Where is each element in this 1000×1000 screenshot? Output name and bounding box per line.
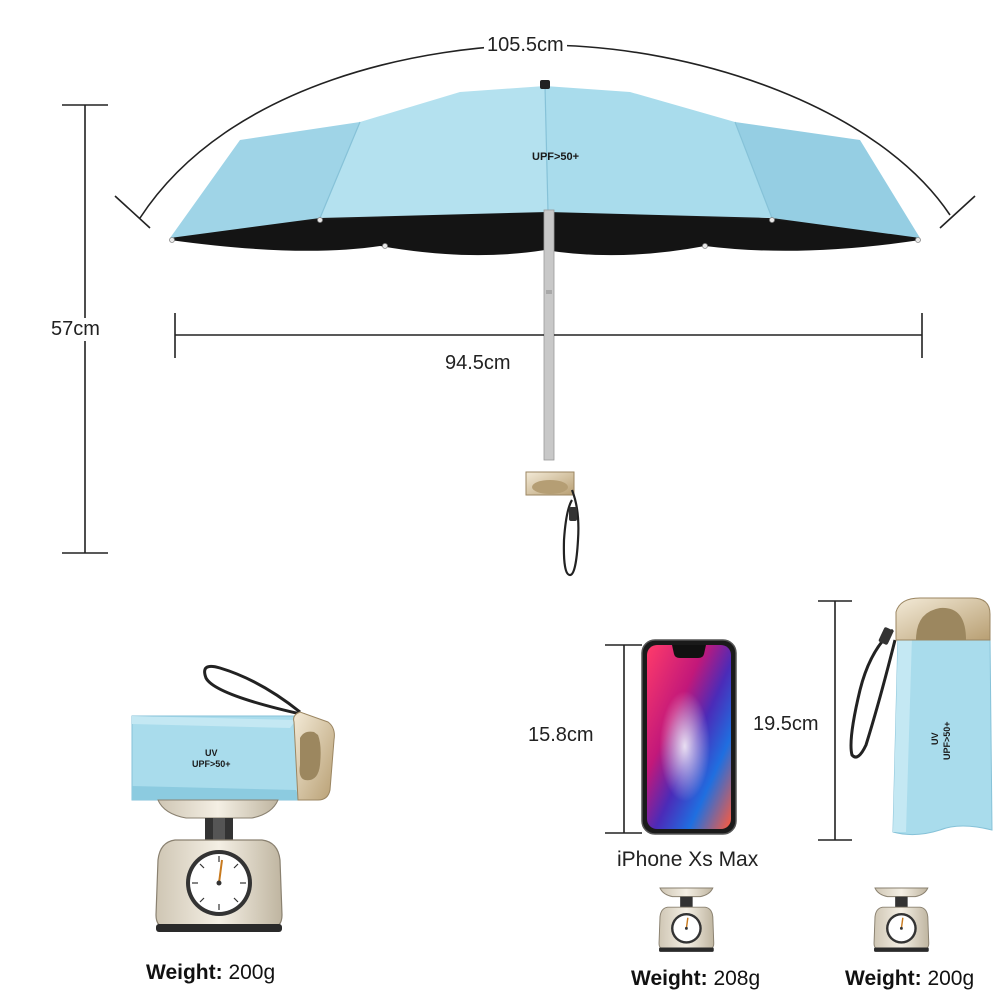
span-dimension-line	[174, 313, 923, 358]
umbrella-open-icon: UPF>50+	[169, 80, 921, 577]
upright-sleeve-line1: UV	[930, 732, 940, 745]
kitchen-scale-icon-3	[873, 887, 930, 952]
weight-label-folded: Weight: 200g	[146, 961, 275, 985]
folded-sleeve-line2: UPF>50+	[192, 759, 231, 769]
upright-sleeve-line2: UPF>50+	[942, 721, 952, 760]
folded-umbrella-upright-icon: UV UPF>50+	[849, 597, 993, 836]
height-label: 57cm	[48, 318, 103, 341]
folded-umbrella-icon: UV UPF>50+	[131, 664, 335, 801]
phone-model-label: iPhone Xs Max	[614, 848, 762, 872]
phone-height-dimension-line	[605, 644, 642, 834]
weight-title: Weight:	[146, 961, 223, 984]
span-label: 94.5cm	[445, 352, 511, 374]
weight-label-upright: Weight: 200g	[845, 967, 974, 991]
kitchen-scale-icon	[155, 799, 283, 932]
weight-label-phone: Weight: 208g	[631, 967, 760, 991]
kitchen-scale-icon-2	[658, 887, 715, 952]
weight-value: 208g	[707, 967, 761, 990]
phone-height-label: 15.8cm	[525, 724, 597, 747]
weight-title: Weight:	[631, 967, 708, 990]
weight-value: 200g	[921, 967, 975, 990]
arc-length-label: 105.5cm	[484, 34, 567, 57]
weight-value: 200g	[222, 961, 276, 984]
weight-title: Weight:	[845, 967, 922, 990]
folded-sleeve-line1: UV	[205, 748, 218, 758]
smartphone-icon	[641, 639, 737, 835]
folded-length-label: 19.5cm	[750, 713, 822, 736]
canopy-print: UPF>50+	[532, 151, 579, 163]
folded-length-dimension-line	[818, 600, 852, 841]
